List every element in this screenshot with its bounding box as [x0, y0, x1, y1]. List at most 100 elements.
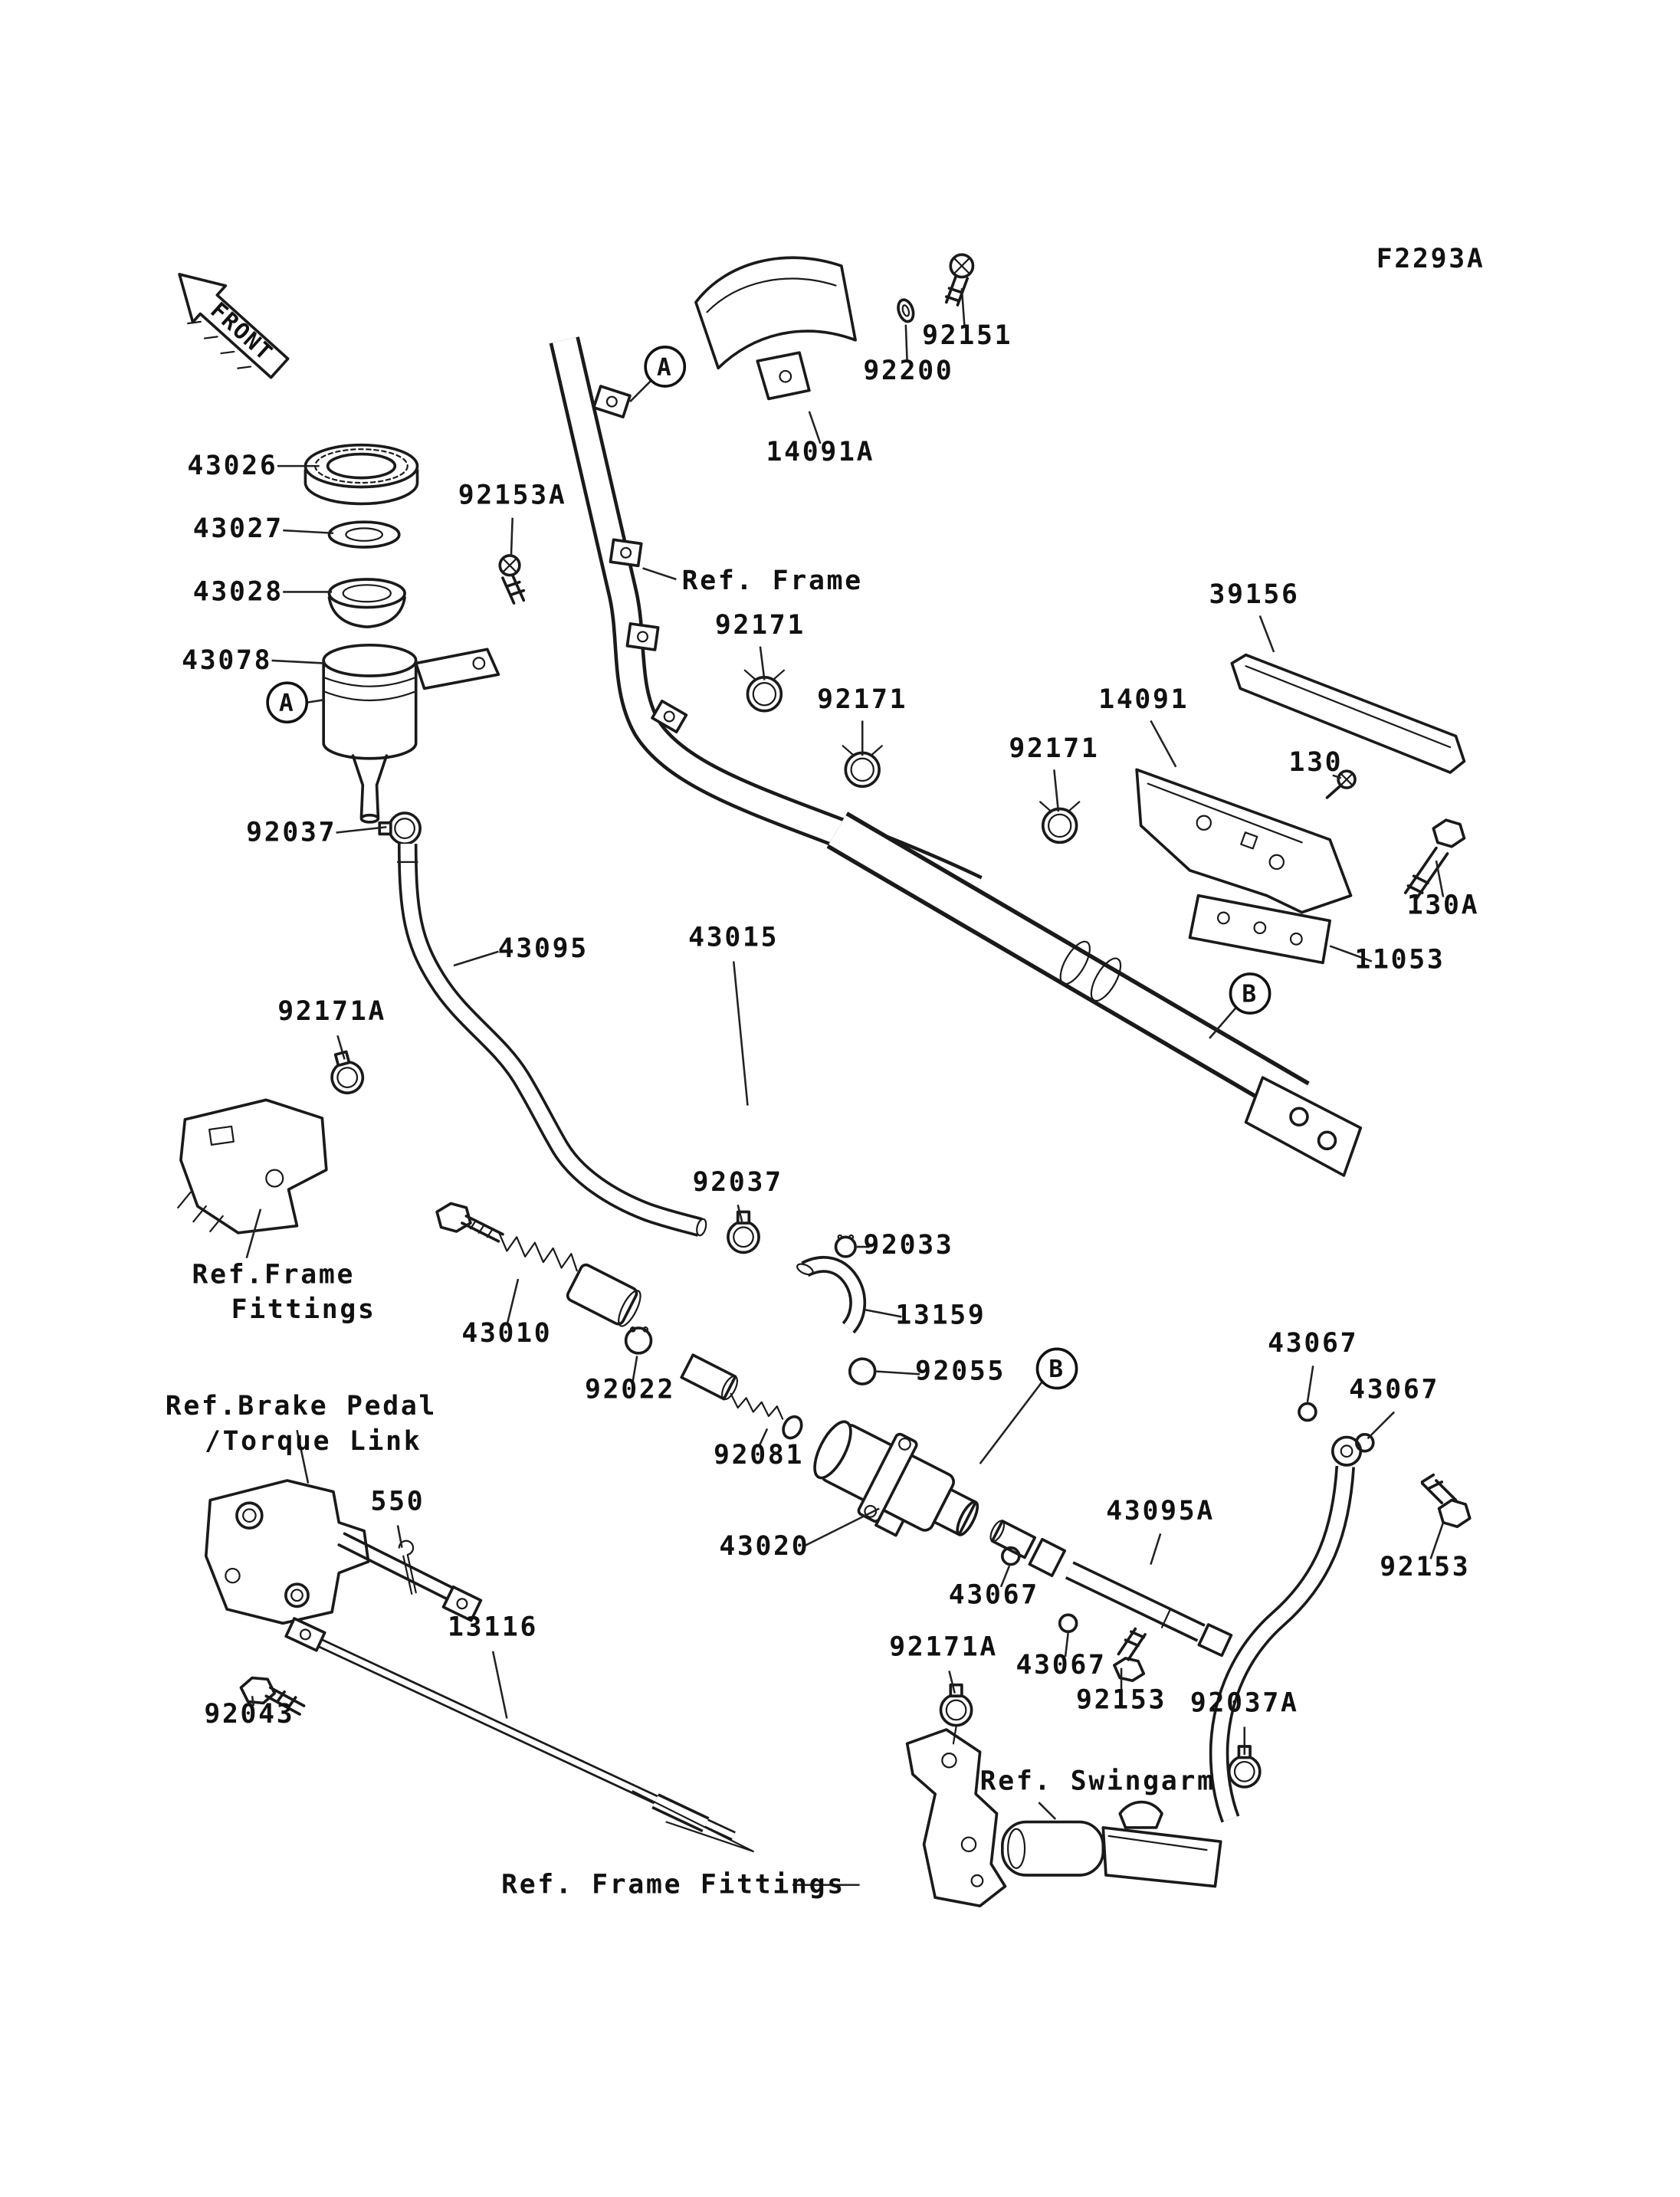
- leader-line: [251, 1696, 255, 1707]
- leader-line: [642, 567, 677, 581]
- part-label-39156: 39156: [1209, 579, 1299, 610]
- o-ring-92055: [848, 1357, 877, 1385]
- bolt-92043: [239, 1676, 306, 1716]
- screw-92153A: [498, 554, 526, 605]
- part-label-92055: 92055: [915, 1356, 1006, 1387]
- clamp-92037-mid: [727, 1210, 760, 1254]
- part-label-92033: 92033: [863, 1230, 953, 1261]
- part-label-ref-frame: Ref. Frame: [682, 566, 863, 596]
- part-label-92037: 92037: [693, 1167, 783, 1198]
- part-label-43078: 43078: [182, 645, 272, 676]
- callout-circle: [1229, 972, 1271, 1015]
- part-label-92151: 92151: [922, 320, 1012, 351]
- leader-line: [491, 1651, 508, 1719]
- leader-line: [1053, 769, 1060, 812]
- reservoir-cap-43026: [304, 443, 419, 506]
- leader-line: [245, 1208, 262, 1259]
- leader-line: [1306, 1366, 1314, 1402]
- plate-11053: [1188, 894, 1331, 965]
- part-label-92153: 92153: [1076, 1685, 1166, 1716]
- part-label-43026: 43026: [187, 451, 277, 481]
- callout-letter: B: [1048, 1356, 1065, 1383]
- part-label-92200: 92200: [863, 356, 953, 386]
- diaphragm-43028: [327, 578, 406, 628]
- bolt-92153-lower: [1113, 1627, 1147, 1682]
- part-label-43067: 43067: [1016, 1650, 1106, 1681]
- cap-plate-43027: [327, 520, 401, 549]
- part-label-13116: 13116: [448, 1612, 538, 1643]
- pushrod-43010: [435, 1202, 641, 1327]
- washer-92200: [897, 298, 915, 323]
- part-label-43067: 43067: [949, 1580, 1039, 1611]
- reservoir-43078: [322, 644, 418, 824]
- part-label--torque-link: /Torque Link: [205, 1426, 422, 1457]
- leader-line: [1435, 860, 1445, 897]
- callout-letter: B: [1242, 980, 1258, 1008]
- elbow-13159: [796, 1256, 867, 1334]
- leader-line: [336, 1035, 346, 1060]
- frame-fittings-bracket-lower: [905, 1726, 1007, 1907]
- rear-brake-hose: [1209, 1402, 1375, 1823]
- callout-B: B: [1229, 972, 1271, 1015]
- hose-43095: [396, 844, 707, 1237]
- callouts-layer: A A B B: [266, 346, 1271, 1390]
- part-label-ref-brake-pedal: Ref.Brake Pedal: [166, 1391, 437, 1421]
- leader-line: [1329, 945, 1373, 962]
- leader-line: [999, 1565, 1011, 1588]
- circlip-92022: [624, 1326, 653, 1355]
- clip-92171-3: [1039, 800, 1081, 844]
- part-label-ref-swingarm: Ref. Swingarm: [980, 1766, 1216, 1797]
- part-label-550: 550: [371, 1486, 425, 1517]
- leader-line: [979, 1382, 1042, 1464]
- leader-lines-layer: [245, 288, 1445, 1887]
- part-label-92153: 92153: [1380, 1552, 1470, 1582]
- leader-line: [1258, 615, 1275, 653]
- leader-line: [802, 1507, 880, 1548]
- bolt-130A: [1403, 818, 1466, 900]
- front-label: FRONT: [205, 297, 278, 366]
- leader-line: [296, 1430, 310, 1484]
- leader-line: [506, 1278, 520, 1326]
- part-label-43067: 43067: [1349, 1374, 1439, 1405]
- front-arrow: FRONT: [178, 273, 290, 379]
- circlip-92033: [834, 1234, 857, 1258]
- part-label-14091: 14091: [1098, 684, 1189, 715]
- callout-A: A: [266, 681, 309, 724]
- part-label-92037: 92037: [246, 817, 336, 848]
- frame-fittings-bracket-upper: [177, 1098, 328, 1235]
- part-label-43095a: 43095A: [1106, 1496, 1215, 1526]
- leader-line: [876, 1370, 920, 1376]
- part-label-ref-frame: Ref.Frame: [192, 1260, 356, 1290]
- doc-code: F2293A: [1376, 244, 1485, 274]
- leader-line: [948, 1671, 956, 1694]
- callout-circle: [1035, 1347, 1078, 1390]
- leader-line: [1367, 1411, 1396, 1440]
- leader-line: [865, 1308, 902, 1318]
- bolt-130: [1325, 769, 1357, 799]
- clamp-92171A-lower: [939, 1683, 973, 1727]
- leader-line: [396, 1525, 403, 1548]
- leader-line: [1209, 1006, 1237, 1039]
- part-label-11053: 11053: [1354, 945, 1445, 976]
- rod-13116: [284, 1617, 754, 1853]
- part-label-13159: 13159: [895, 1300, 986, 1331]
- part-label-92171a: 92171A: [277, 996, 386, 1027]
- leader-line: [808, 411, 822, 444]
- callout-circle: [266, 681, 309, 724]
- swingarm: [1001, 1800, 1222, 1888]
- part-label-92043: 92043: [204, 1699, 294, 1730]
- leader-line: [453, 950, 499, 967]
- callout-B: B: [1035, 1347, 1078, 1390]
- clamp-92037-top: [378, 812, 422, 845]
- reservoir-bracket: [414, 648, 500, 690]
- callout-letter: A: [657, 353, 673, 381]
- leader-line: [1332, 774, 1342, 779]
- part-label-43095: 43095: [498, 933, 589, 964]
- leader-line: [1064, 1632, 1069, 1658]
- callout-circle: [644, 346, 687, 388]
- bracket-14091: [1135, 768, 1353, 914]
- part-label-92171: 92171: [817, 684, 907, 715]
- leader-line: [510, 517, 514, 557]
- leader-line: [629, 379, 652, 402]
